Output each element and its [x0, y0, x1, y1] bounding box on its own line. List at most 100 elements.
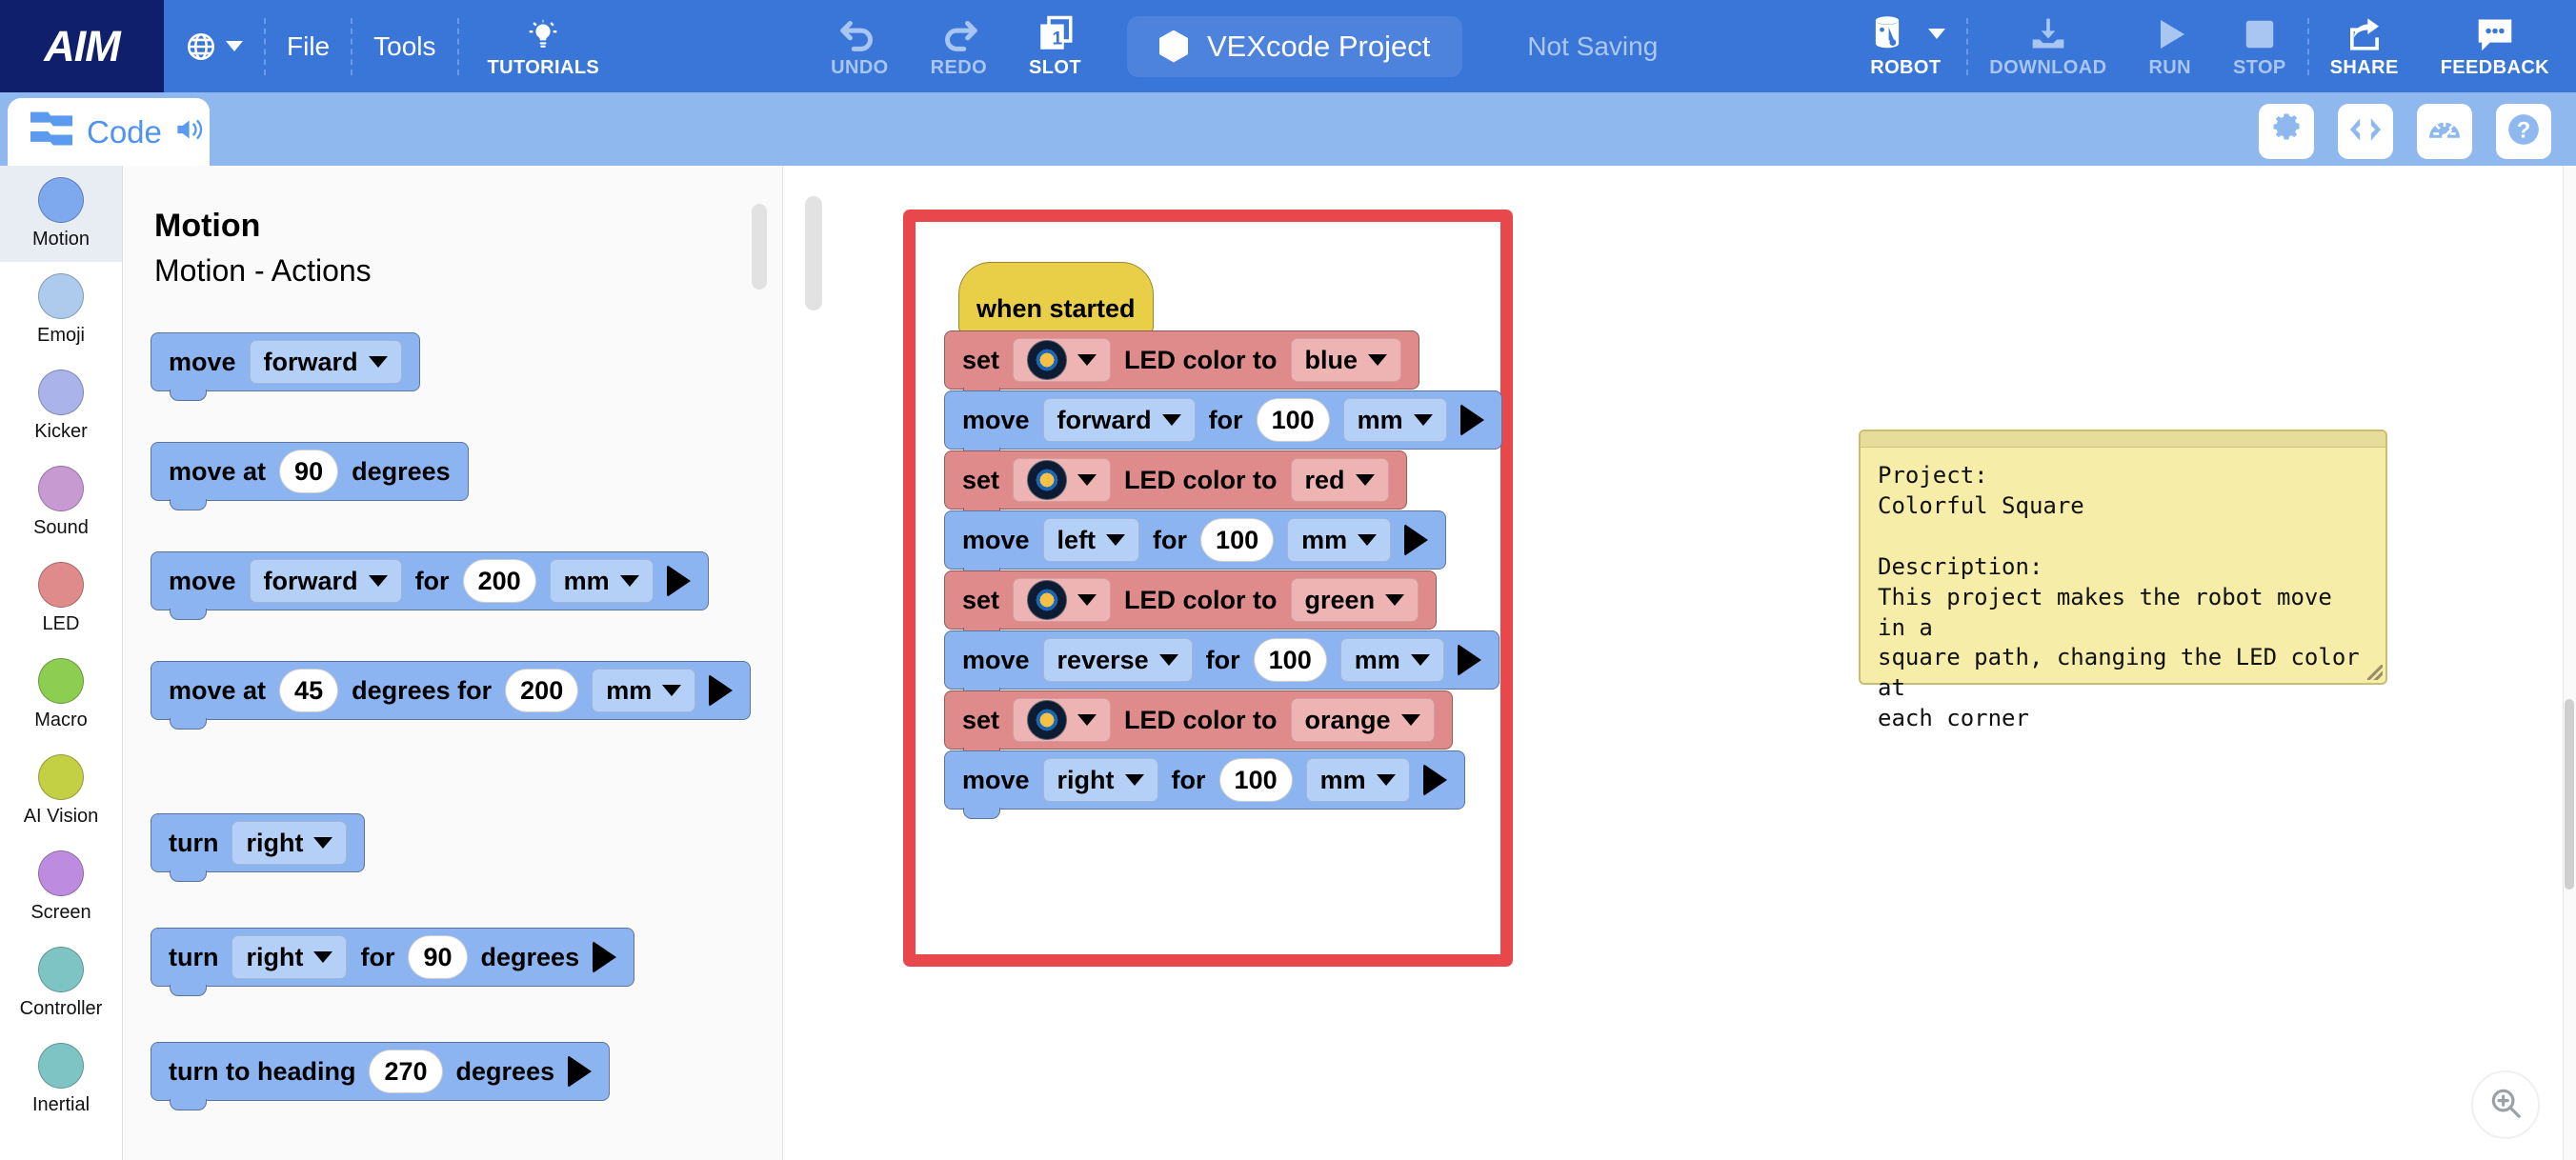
tab-code[interactable]: Code: [8, 98, 210, 166]
move-direction-dropdown[interactable]: forward: [1042, 398, 1196, 442]
palette-scrollbar[interactable]: [752, 204, 767, 290]
dashboard-icon: [2426, 113, 2463, 150]
led-color-dropdown[interactable]: blue: [1290, 338, 1402, 382]
palette-heading-input[interactable]: 270: [369, 1050, 443, 1093]
language-selector[interactable]: [164, 0, 264, 92]
tutorials-button[interactable]: TUTORIALS: [467, 0, 621, 92]
category-macro[interactable]: Macro: [0, 647, 122, 743]
palette-unit-dropdown[interactable]: mm: [592, 669, 696, 712]
project-comment[interactable]: Project: Colorful Square Description: Th…: [1859, 430, 2387, 731]
block-when-started[interactable]: when started: [958, 262, 1154, 344]
category-emoji[interactable]: Emoji: [0, 262, 122, 358]
led-device-dropdown[interactable]: [1013, 458, 1112, 502]
comment-drag-bar[interactable]: [1861, 431, 2385, 448]
move-unit-dropdown[interactable]: mm: [1305, 758, 1410, 802]
move-direction-dropdown[interactable]: right: [1042, 758, 1158, 802]
palette-turn-dropdown[interactable]: right: [231, 821, 348, 865]
comment-text[interactable]: Project: Colorful Square Description: Th…: [1878, 462, 2360, 732]
robot-selector[interactable]: ROBOT: [1847, 0, 1966, 92]
palette-angle-input[interactable]: 45: [279, 669, 339, 712]
run-block-icon[interactable]: [709, 674, 734, 707]
run-block-icon[interactable]: [666, 565, 691, 597]
category-kicker[interactable]: Kicker: [0, 358, 122, 454]
run-block-icon[interactable]: [593, 941, 617, 973]
move-direction-dropdown[interactable]: reverse: [1042, 638, 1193, 682]
palette-direction-dropdown[interactable]: forward: [249, 340, 402, 384]
stop-button[interactable]: STOP: [2212, 0, 2307, 92]
zoom-in-button[interactable]: [2471, 1070, 2540, 1139]
redo-button[interactable]: REDO: [910, 0, 1008, 92]
move-unit-dropdown[interactable]: mm: [1342, 398, 1447, 442]
run-block-icon[interactable]: [1459, 404, 1484, 436]
palette-distance-input[interactable]: 200: [462, 559, 536, 603]
category-ai-vision[interactable]: AI Vision: [0, 743, 122, 839]
palette-unit-dropdown[interactable]: mm: [549, 559, 654, 603]
undo-button[interactable]: UNDO: [810, 0, 910, 92]
feedback-button[interactable]: FEEDBACK: [2420, 0, 2576, 92]
led-device-dropdown[interactable]: [1013, 698, 1112, 742]
run-button[interactable]: RUN: [2127, 0, 2212, 92]
move-distance-input[interactable]: 100: [1256, 398, 1330, 442]
scrollbar-thumb[interactable]: [2565, 699, 2574, 890]
palette-turn-dropdown[interactable]: right: [231, 935, 348, 979]
led-color-dropdown[interactable]: red: [1290, 458, 1389, 502]
led-color-dropdown[interactable]: green: [1290, 578, 1419, 622]
save-status: Not Saving: [1527, 30, 1659, 61]
menu-tools[interactable]: Tools: [352, 0, 456, 92]
led-device-dropdown[interactable]: [1013, 578, 1112, 622]
palette-degrees-input[interactable]: 90: [408, 935, 468, 979]
category-controller[interactable]: Controller: [0, 935, 122, 1031]
palette-degrees-input[interactable]: 90: [279, 450, 339, 493]
dashboard-button[interactable]: [2417, 104, 2472, 159]
led-color-dropdown[interactable]: orange: [1290, 698, 1435, 742]
led-device-dropdown[interactable]: [1013, 338, 1112, 382]
palette-distance-input[interactable]: 200: [505, 669, 579, 712]
download-button[interactable]: DOWNLOAD: [1968, 0, 2127, 92]
project-name-field[interactable]: VEXcode Project: [1126, 15, 1463, 77]
run-block-icon[interactable]: [1422, 764, 1447, 796]
move-distance-input[interactable]: 100: [1218, 758, 1293, 802]
chevron-down-icon: [1077, 714, 1097, 726]
help-button[interactable]: ?: [2496, 104, 2551, 159]
run-block-icon[interactable]: [568, 1055, 593, 1088]
resize-grip-icon[interactable]: [2367, 665, 2383, 680]
move-unit-dropdown[interactable]: mm: [1287, 518, 1392, 562]
category-led[interactable]: LED: [0, 550, 122, 647]
category-inertial[interactable]: Inertial: [0, 1031, 122, 1128]
share-button[interactable]: SHARE: [2309, 0, 2420, 92]
move-distance-input[interactable]: 100: [1200, 518, 1275, 562]
run-block-icon[interactable]: [1457, 644, 1481, 676]
move-unit-dropdown[interactable]: mm: [1339, 638, 1444, 682]
workspace-scrollbar[interactable]: [805, 196, 822, 310]
category-label: Controller: [19, 998, 103, 1019]
move-distance-input[interactable]: 100: [1253, 638, 1327, 682]
palette-direction-dropdown[interactable]: forward: [249, 559, 402, 603]
menu-file[interactable]: File: [266, 0, 351, 92]
category-sound[interactable]: Sound: [0, 454, 122, 550]
settings-button[interactable]: [2259, 104, 2314, 159]
view-code-button[interactable]: [2338, 104, 2393, 159]
workspace-right-scrollbar[interactable]: [2563, 166, 2576, 1160]
slot-button[interactable]: 1 SLOT: [1008, 0, 1102, 92]
run-block-icon[interactable]: [1404, 524, 1429, 556]
category-motion[interactable]: Motion: [0, 166, 122, 262]
category-screen[interactable]: Screen: [0, 839, 122, 935]
move-direction-dropdown[interactable]: left: [1042, 518, 1140, 562]
